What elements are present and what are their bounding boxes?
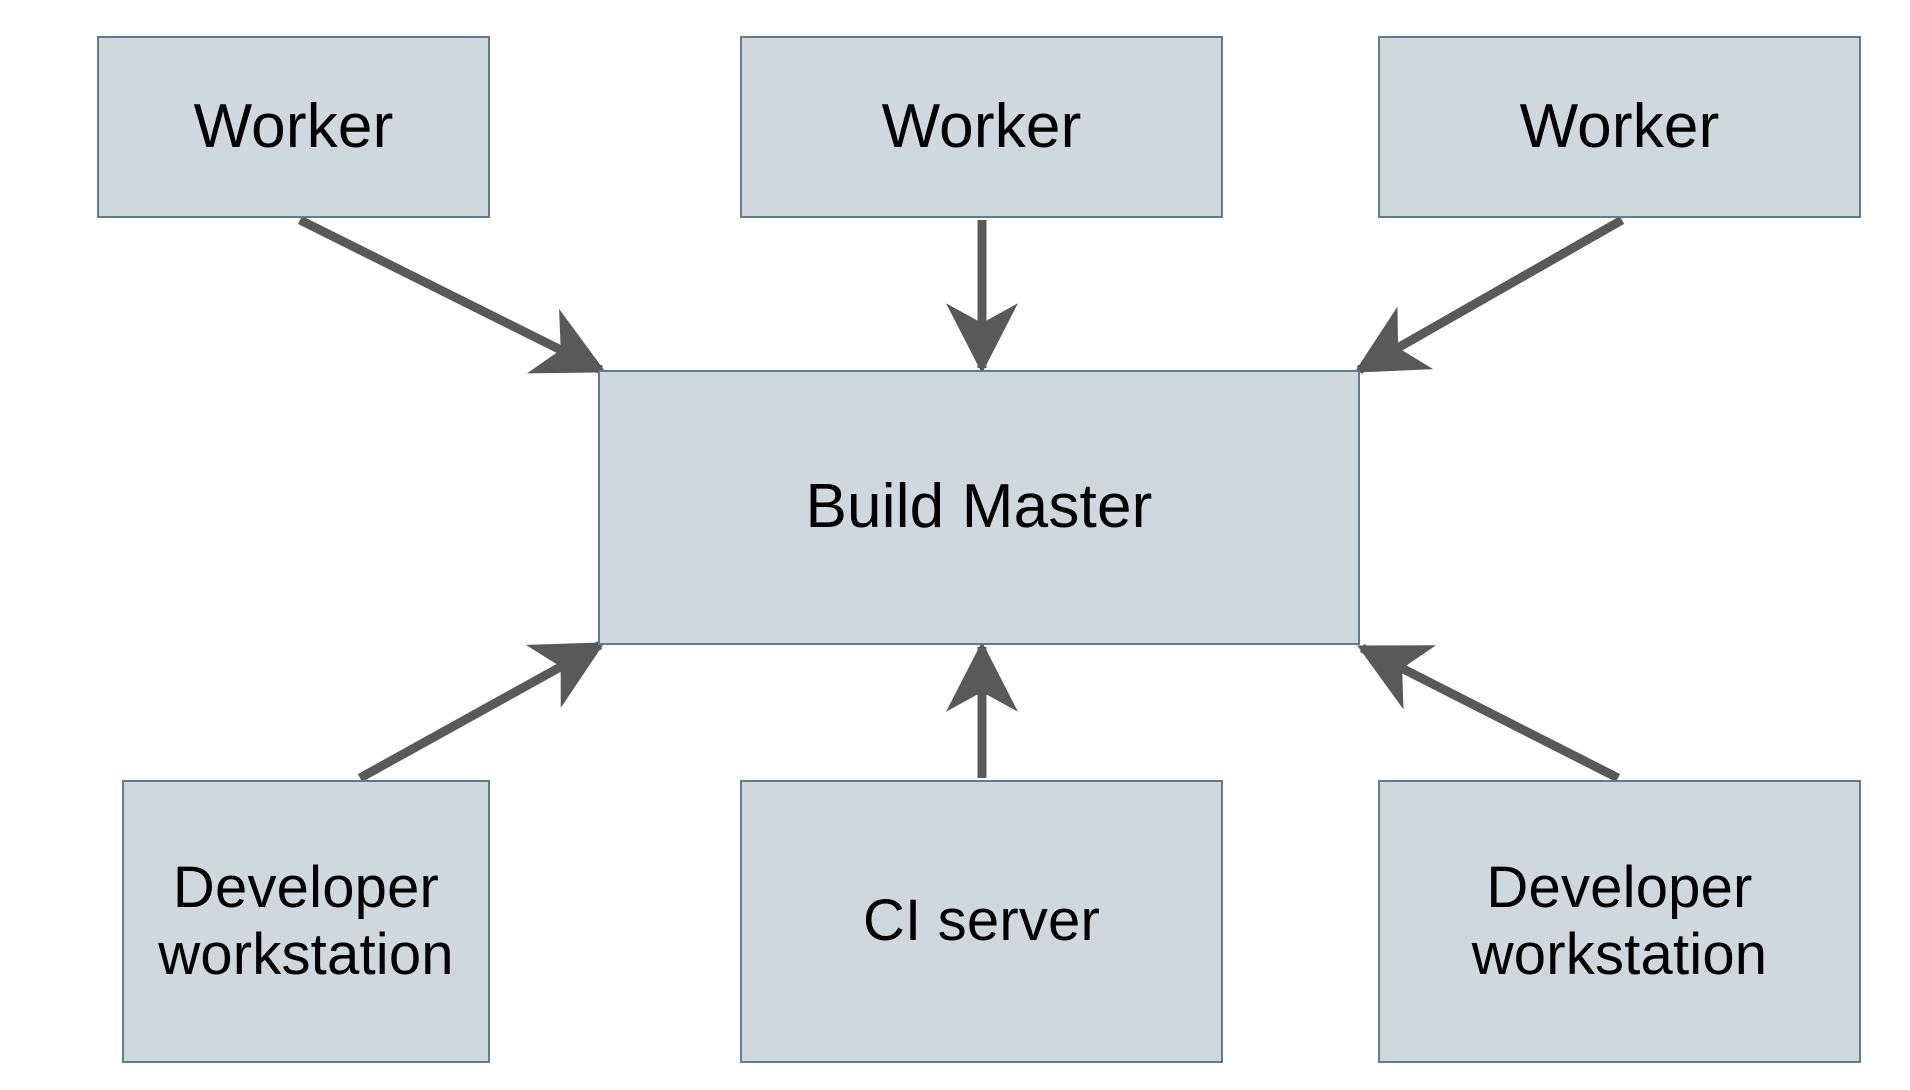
edge-worker-3-to-build-master <box>1354 216 1625 374</box>
node-build-master[interactable]: Build Master <box>598 370 1360 645</box>
edge-developer-workstation-right-to-build-master <box>1357 643 1621 783</box>
node-developer-workstation-right[interactable]: Developer workstation <box>1378 780 1861 1063</box>
node-ci-server[interactable]: CI server <box>740 780 1223 1063</box>
edge-developer-workstation-left-to-build-master <box>357 641 605 782</box>
node-label-build-master: Build Master <box>805 472 1153 542</box>
node-label-developer-workstation-right: Developer workstation <box>1471 855 1768 987</box>
node-label-developer-workstation-left: Developer workstation <box>158 855 454 987</box>
node-label-worker-3: Worker <box>1519 91 1720 161</box>
node-label-ci-server: CI server <box>862 888 1101 954</box>
edge-worker-1-to-build-master <box>297 215 606 375</box>
node-label-worker-1: Worker <box>193 91 394 161</box>
node-worker-2[interactable]: Worker <box>740 36 1223 218</box>
node-worker-3[interactable]: Worker <box>1378 36 1861 218</box>
node-developer-workstation-left[interactable]: Developer workstation <box>122 780 490 1063</box>
node-worker-1[interactable]: Worker <box>97 36 490 218</box>
node-label-worker-2: Worker <box>881 91 1082 161</box>
